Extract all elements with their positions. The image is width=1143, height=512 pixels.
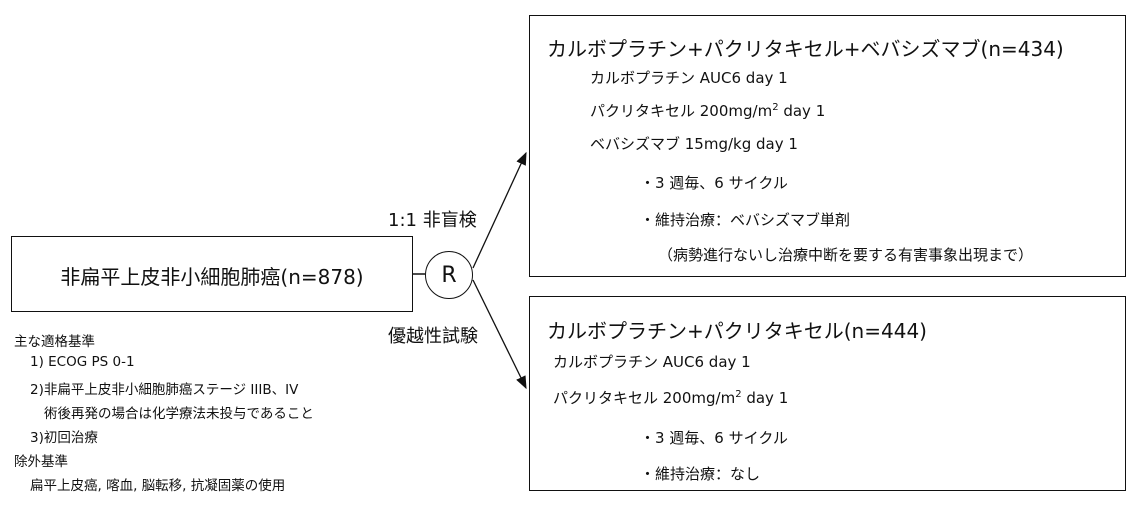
inclusion-criteria-header: 主な適格基準 [14, 334, 95, 350]
population-label: 非扁平上皮非小細胞肺癌(n=878) [60, 265, 364, 289]
population-box: 非扁平上皮非小細胞肺癌(n=878) [11, 236, 413, 312]
arm-a-schedule: ・3 週毎、6 サイクル [640, 174, 788, 192]
arrow-to-arm-a [472, 151, 527, 269]
arm-a-drug2: パクリタキセル 200mg/m2 day 1 [590, 102, 826, 120]
arm-b-schedule: ・3 週毎、6 サイクル [640, 429, 788, 447]
exclusion-criteria-header: 除外基準 [14, 454, 68, 470]
design-label-upper: 1:1 非盲検 [388, 210, 477, 231]
inclusion-criterion: 術後再発の場合は化学療法未投与であること [44, 406, 314, 422]
arm-a-maintenance: ・維持治療：ベバシズマブ単剤 [640, 211, 851, 229]
arm-b-drug1: カルボプラチン AUC6 day 1 [553, 353, 751, 371]
design-label-lower: 優越性試験 [388, 326, 478, 347]
randomization-symbol: R [441, 262, 457, 288]
arm-a-maintenance-note: （病勢進行ないし治療中断を要する有害事象出現まで） [658, 246, 1034, 264]
arm-b-box: カルボプラチン+パクリタキセル(n=444) カルボプラチン AUC6 day … [529, 296, 1126, 491]
arm-a-drug3: ベバシズマブ 15mg/kg day 1 [590, 135, 798, 153]
arm-a-title: カルボプラチン+パクリタキセル+ベバシズマブ(n=434) [547, 37, 1064, 61]
inclusion-criterion: 1) ECOG PS 0-1 [30, 354, 135, 370]
arm-a-box: カルボプラチン+パクリタキセル+ベバシズマブ(n=434) カルボプラチン AU… [529, 15, 1126, 277]
arm-b-title: カルボプラチン+パクリタキセル(n=444) [547, 319, 927, 343]
arrow-to-arm-b [472, 279, 527, 390]
exclusion-criterion: 扁平上皮癌, 喀血, 脳転移, 抗凝固薬の使用 [30, 478, 286, 494]
arm-a-drug1: カルボプラチン AUC6 day 1 [590, 69, 788, 87]
inclusion-criterion: 3)初回治療 [30, 430, 98, 446]
arm-b-drug2: パクリタキセル 200mg/m2 day 1 [553, 389, 789, 407]
arm-b-maintenance: ・維持治療：なし [640, 465, 761, 483]
randomization-node: R [425, 251, 473, 299]
inclusion-criterion: 2)非扁平上皮非小細胞肺癌ステージ IIIB、IV [30, 382, 299, 398]
